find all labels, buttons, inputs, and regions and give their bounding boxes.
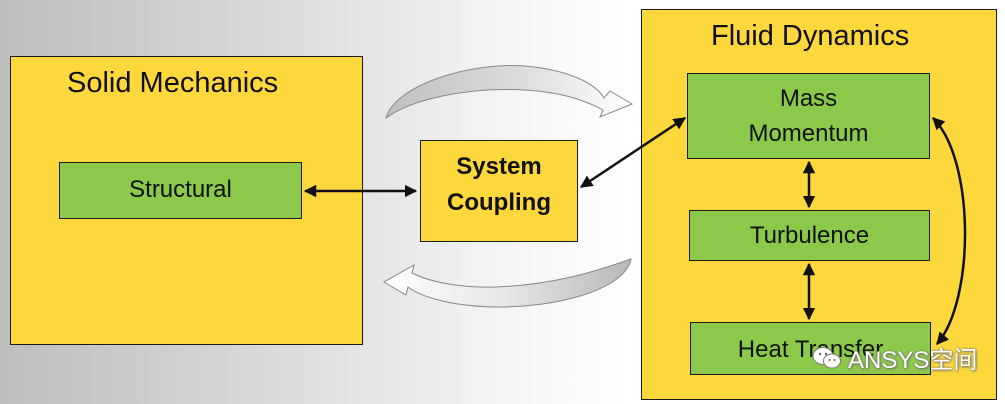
structural-label: Structural [129,176,232,203]
mass-heat-curved-arrow [932,117,967,345]
turbulence-box: Turbulence [689,210,930,261]
system-coupling-box: System Coupling [420,140,578,242]
coupling-mass-arrow [579,116,687,189]
mass-momentum-box: Mass Momentum [687,73,930,159]
watermark-text: ANSYS空间 [848,347,978,374]
momentum-label: Momentum [748,120,869,147]
top-flow-arrow [385,65,634,120]
bottom-flow-arrow [383,258,632,308]
coupling-label-line2: Coupling [447,189,551,216]
fluid-dynamics-title: Fluid Dynamics [711,20,910,52]
heat-transfer-label: Heat Transfer [737,336,884,363]
wechat-icon [812,346,841,368]
watermark: ANSYS空间 [812,340,977,375]
coupling-label-line1: System [456,153,542,180]
mass-label: Mass [779,85,838,112]
turbulence-label: Turbulence [749,222,870,249]
structural-box: Structural [59,162,302,219]
solid-mechanics-title: Solid Mechanics [67,67,279,99]
heat-transfer-box: Heat Transfer [690,322,931,375]
